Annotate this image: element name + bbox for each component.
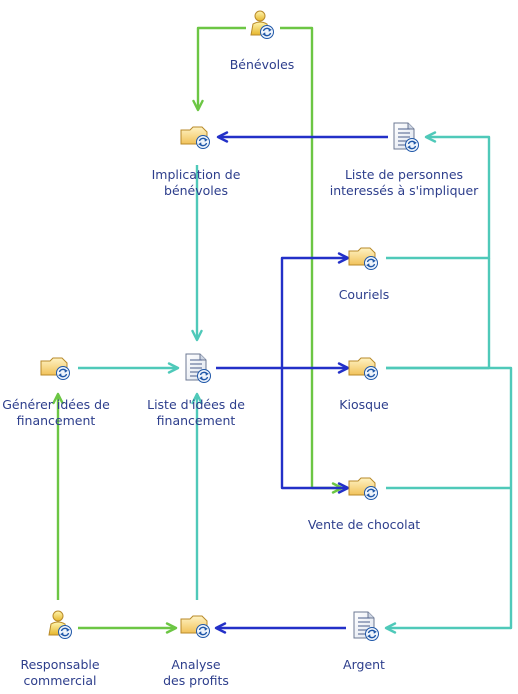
arrowhead <box>52 392 64 405</box>
connector-benevoles-to-implication <box>192 26 246 112</box>
connector-liste_idees-to-chocolat <box>280 368 350 494</box>
node-couriels-task-icon[interactable] <box>348 247 378 270</box>
refresh-badge-icon <box>365 627 379 641</box>
connector-responsable-to-generer <box>52 392 64 600</box>
arrowhead <box>192 99 204 112</box>
connector-liste_idees-to-couriels <box>216 252 350 370</box>
refresh-badge-icon <box>196 135 210 149</box>
node-implication-task-icon[interactable] <box>180 126 210 149</box>
refresh-badge-icon <box>364 366 378 380</box>
refresh-badge-icon <box>260 25 274 39</box>
arrowhead <box>384 622 397 634</box>
connector-couriels-to-liste_personnes <box>386 131 491 260</box>
arrowhead <box>337 362 350 374</box>
connector-generer-to-liste_idees <box>78 362 180 374</box>
arrowhead <box>167 362 180 374</box>
arrowhead <box>191 329 203 342</box>
connector-analyse-to-liste_idees <box>191 392 203 600</box>
refresh-badge-icon <box>196 624 210 638</box>
node-kiosque-task-icon[interactable] <box>348 357 378 380</box>
refresh-badge-icon <box>56 366 70 380</box>
arrowhead <box>216 131 229 143</box>
arrowhead <box>337 252 350 264</box>
node-analyse-task-icon[interactable] <box>180 615 210 638</box>
node-argent-document-icon[interactable] <box>353 611 379 641</box>
arrowhead <box>424 131 437 143</box>
refresh-badge-icon <box>405 138 419 152</box>
connector-argent-to-analyse <box>214 622 346 634</box>
arrowhead <box>337 482 350 494</box>
node-generer-task-icon[interactable] <box>40 357 70 380</box>
node-responsable-role-icon[interactable] <box>48 610 72 639</box>
node-benevoles-role-icon[interactable] <box>250 10 274 39</box>
connector-responsable-to-analyse <box>78 622 178 634</box>
connector-implication-to-liste_idees <box>191 165 203 342</box>
connector-benevoles-to-chocolat <box>280 26 344 494</box>
refresh-badge-icon <box>364 256 378 270</box>
node-liste-personnes-document-icon[interactable] <box>393 122 419 152</box>
arrowhead <box>214 622 227 634</box>
node-chocolat-task-icon[interactable] <box>348 477 378 500</box>
arrowhead <box>191 392 203 405</box>
refresh-badge-icon <box>58 625 72 639</box>
node-liste-idees-document-icon[interactable] <box>185 353 211 383</box>
connector-kiosque-to-liste_personnes <box>386 258 491 370</box>
refresh-badge-icon <box>364 486 378 500</box>
connector-liste_personnes-to-implication <box>216 131 388 143</box>
connector-kiosque-to-argent <box>384 366 513 634</box>
refresh-badge-icon <box>197 369 211 383</box>
arrowhead <box>165 622 178 634</box>
connector-liste_idees-to-kiosque <box>282 362 350 374</box>
